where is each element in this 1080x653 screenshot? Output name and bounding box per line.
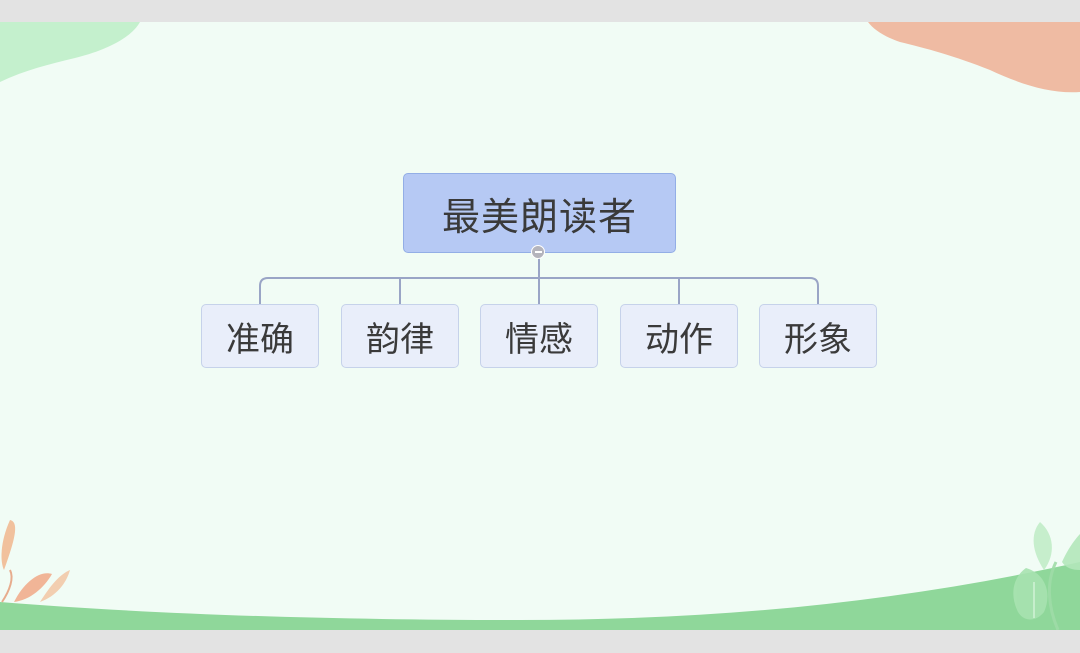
collapse-toggle-icon[interactable] — [531, 245, 545, 259]
child-topic-4[interactable]: 动作 — [620, 304, 738, 368]
leaf-decoration — [1, 520, 70, 603]
child-topic-1[interactable]: 准确 — [201, 304, 319, 368]
palm-leaf-decoration — [1013, 522, 1080, 630]
green-blob-top-left — [0, 22, 140, 82]
child-topic-2[interactable]: 韵律 — [341, 304, 459, 368]
connector-branch-1 — [259, 277, 539, 304]
connector-branch-5 — [539, 277, 819, 304]
slide: 最美朗读者 准确 韵律 情感 动作 形象 — [0, 22, 1080, 630]
connector-lines — [259, 255, 819, 304]
green-wave-bottom — [0, 562, 1080, 630]
root-topic[interactable]: 最美朗读者 — [403, 173, 676, 253]
child-topic-3[interactable]: 情感 — [480, 304, 598, 368]
mind-map: 最美朗读者 准确 韵律 情感 动作 形象 — [0, 22, 1080, 630]
child-topic-5[interactable]: 形象 — [759, 304, 877, 368]
orange-blob-decoration — [868, 22, 1080, 93]
slide-decorations — [0, 22, 1080, 630]
